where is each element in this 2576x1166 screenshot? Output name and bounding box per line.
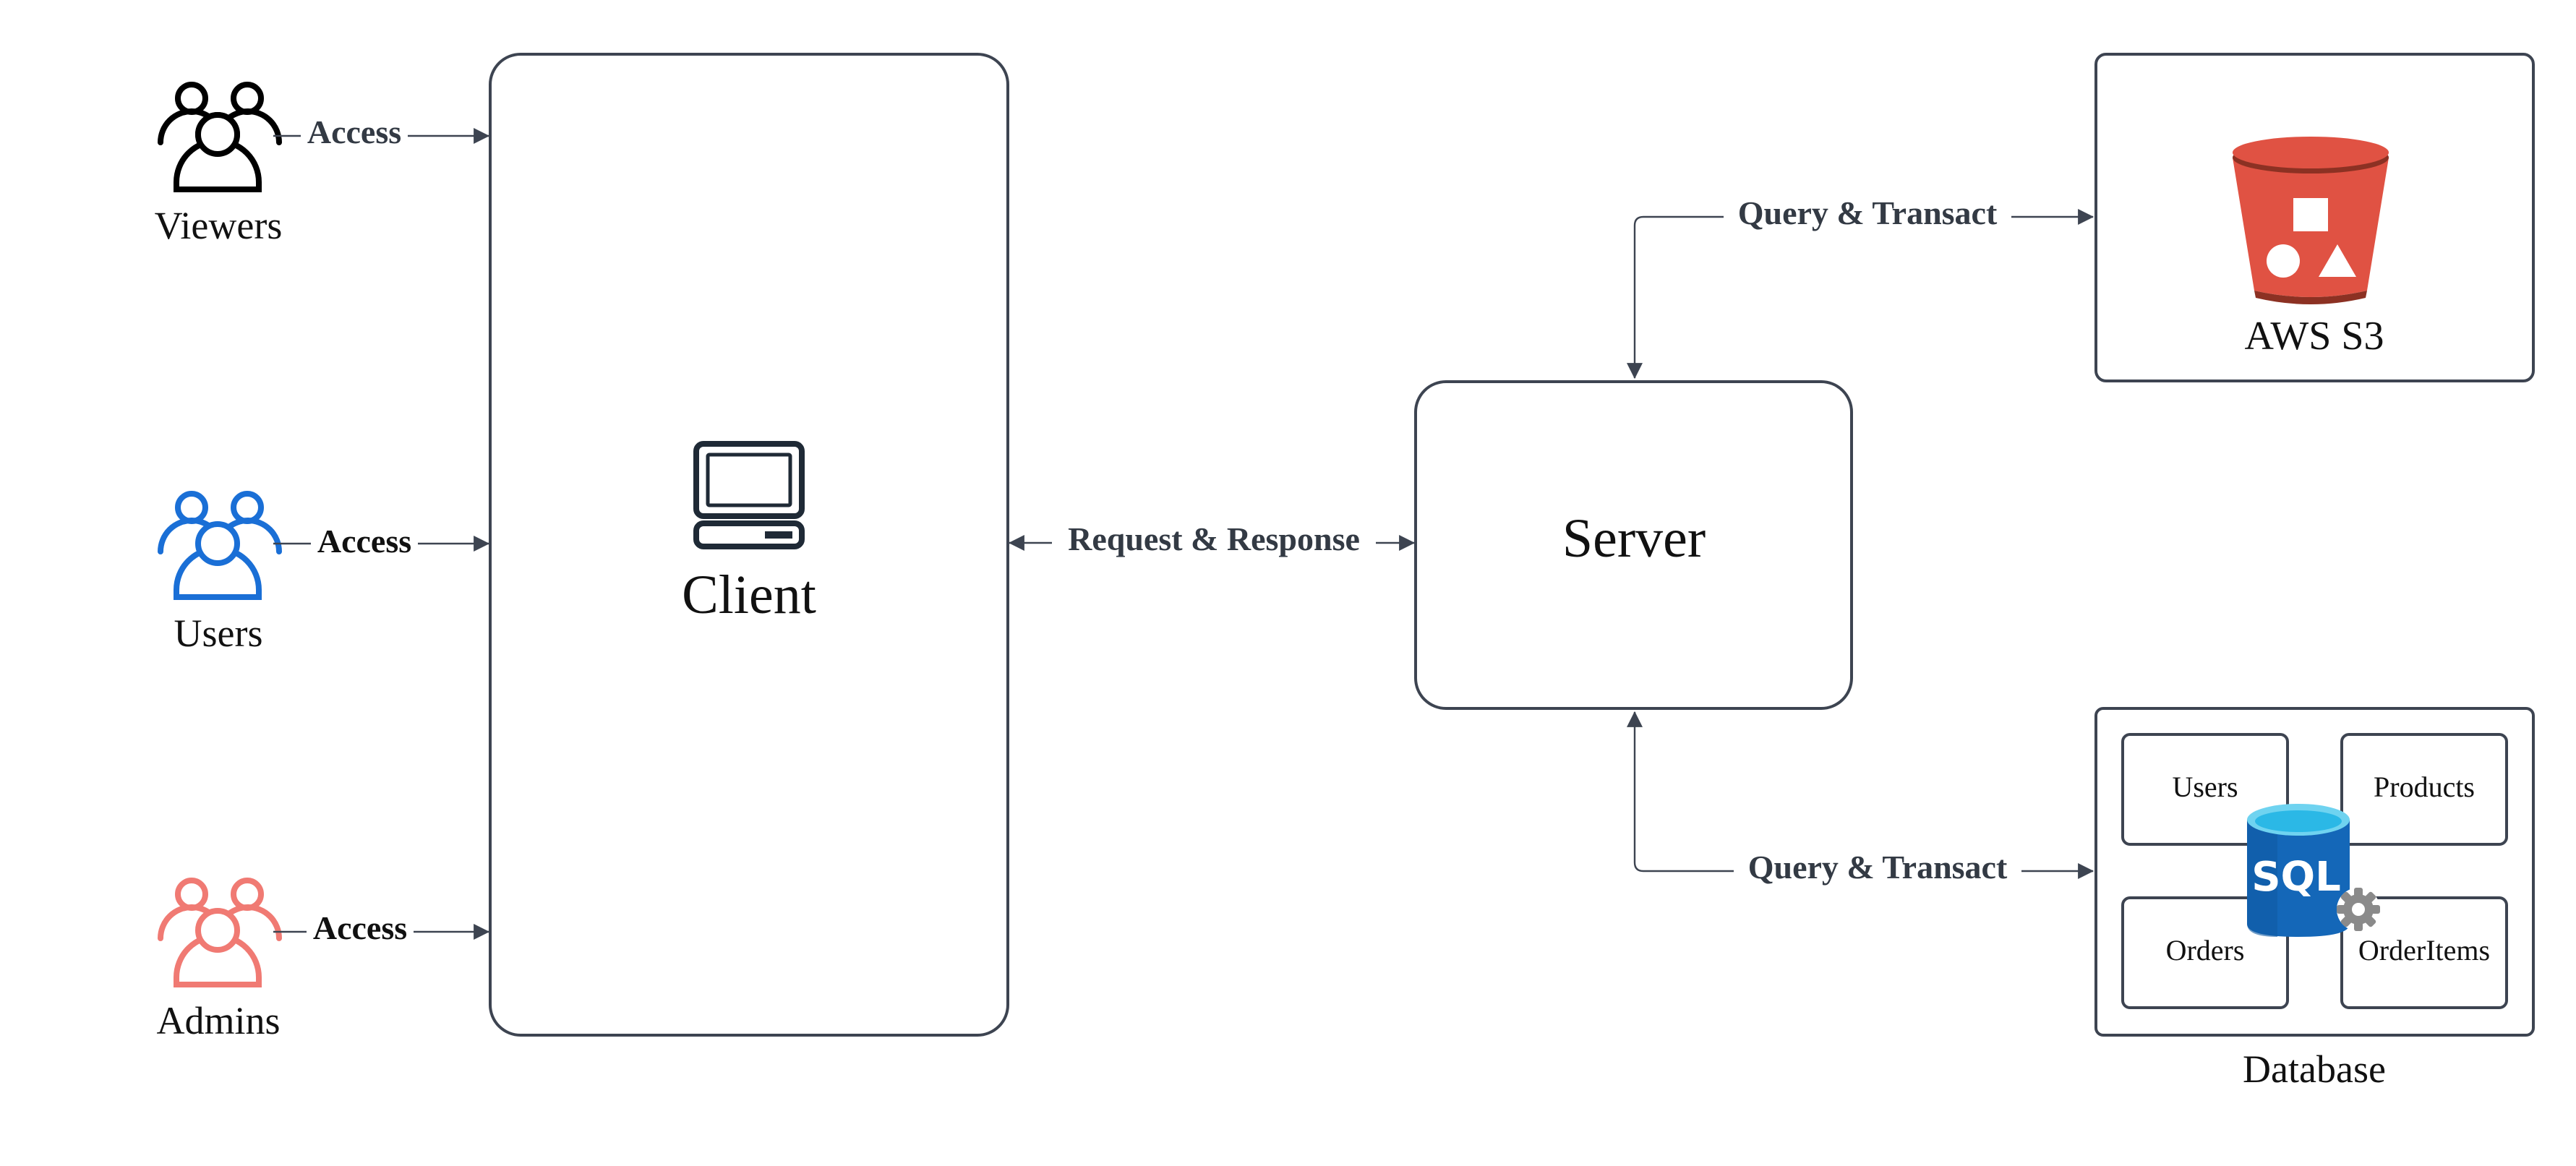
server-s3-connector: Query & Transact bbox=[1627, 194, 2094, 380]
server-label: Server bbox=[1562, 508, 1706, 569]
sql-database-icon: SQL bbox=[2247, 804, 2380, 937]
users-access-connector: Access bbox=[273, 522, 490, 560]
viewers-access-label: Access bbox=[307, 113, 401, 150]
viewers-group-icon bbox=[158, 82, 282, 192]
client-server-label: Request & Response bbox=[1068, 520, 1360, 557]
users-group-icon bbox=[158, 491, 282, 600]
client-server-connector: Request & Response bbox=[1008, 520, 1416, 561]
admins-label: Admins bbox=[156, 999, 280, 1042]
sql-icon-text: SQL bbox=[2251, 854, 2341, 901]
computer-icon bbox=[693, 441, 805, 549]
s3-node: AWS S3 bbox=[2094, 53, 2535, 382]
gear-icon bbox=[2337, 888, 2380, 931]
viewers-actor: Viewers bbox=[155, 82, 283, 247]
table-card-orderitems: OrderItems bbox=[2340, 896, 2508, 1009]
database-label: Database bbox=[2243, 1047, 2386, 1091]
admins-group-icon bbox=[158, 878, 282, 987]
table-card-users: Users bbox=[2121, 733, 2289, 846]
table-card-products: Products bbox=[2340, 733, 2508, 846]
client-label: Client bbox=[682, 565, 816, 625]
server-database-connector: Query & Transact bbox=[1627, 711, 2094, 889]
admins-actor: Admins bbox=[156, 878, 282, 1042]
users-access-label: Access bbox=[317, 523, 411, 560]
admins-access-label: Access bbox=[313, 909, 407, 946]
table-name-products: Products bbox=[2374, 771, 2475, 803]
admins-access-connector: Access bbox=[273, 909, 490, 947]
users-actor: Users bbox=[158, 491, 282, 655]
s3-label: AWS S3 bbox=[2244, 314, 2384, 359]
viewers-access-connector: Access bbox=[273, 113, 490, 152]
database-node: Users Products Orders OrderItems SQL bbox=[2094, 707, 2535, 1091]
table-card-orders: Orders bbox=[2121, 896, 2289, 1009]
server-s3-label: Query & Transact bbox=[1738, 194, 1998, 231]
table-name-users: Users bbox=[2172, 771, 2238, 803]
s3-bucket-icon bbox=[2233, 137, 2389, 304]
table-name-orderitems: OrderItems bbox=[2358, 934, 2490, 966]
server-database-label: Query & Transact bbox=[1748, 849, 2008, 886]
table-name-orders: Orders bbox=[2166, 934, 2245, 966]
client-node: Client bbox=[489, 53, 1009, 1037]
viewers-label: Viewers bbox=[155, 204, 283, 247]
server-node: Server bbox=[1414, 380, 1853, 710]
users-label: Users bbox=[174, 612, 263, 655]
